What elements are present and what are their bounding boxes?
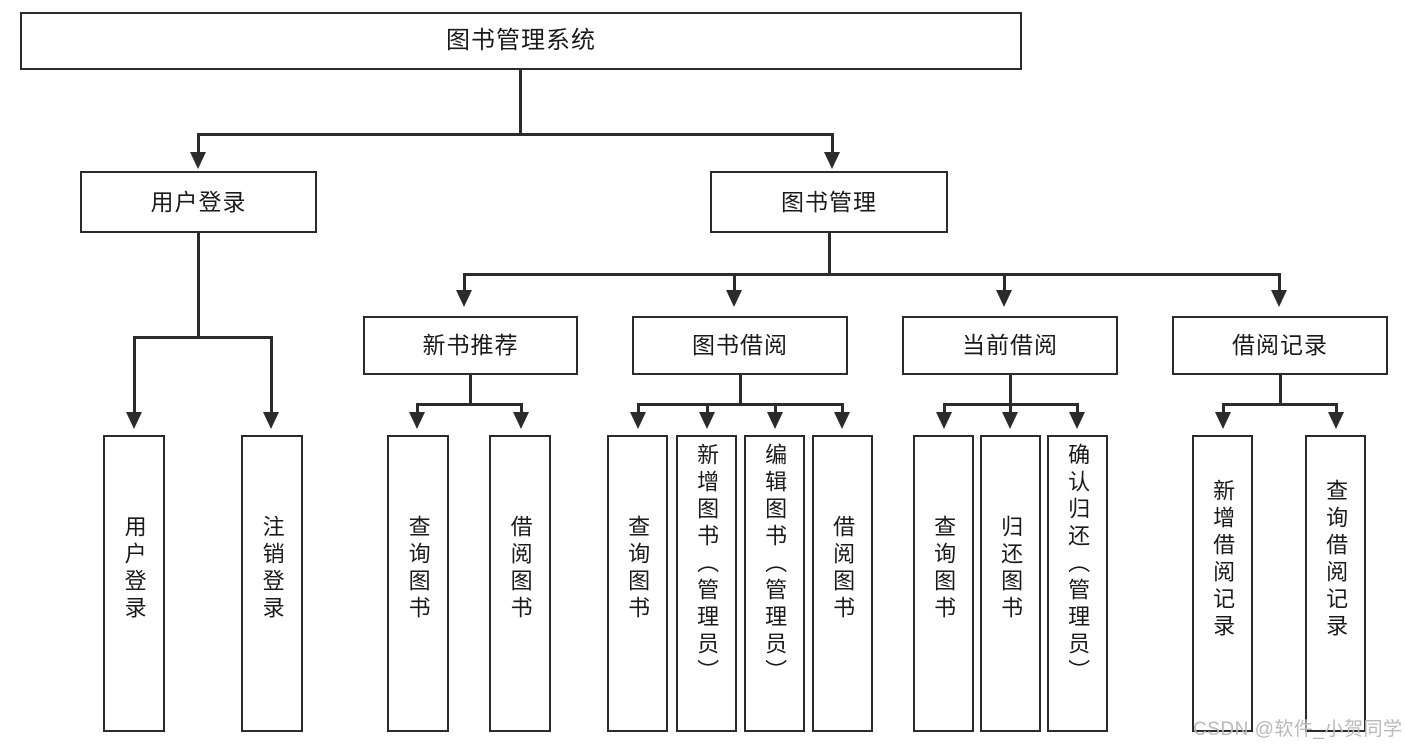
connector-borrow-record-bus [1222,403,1337,406]
arrowhead-level2-current-borrow [996,290,1012,307]
connector-current-borrow-branch-3 [1076,403,1079,416]
node-label: 新增图书（管理员） [694,443,720,686]
node-label: 查询图书 [405,515,431,623]
node-user-login[interactable]: 用户登录 [80,171,317,233]
connector-book-borrow-branch-2 [706,403,709,416]
node-book-management[interactable]: 图书管理 [710,171,948,233]
connector-book-borrow-branch-4 [841,403,844,416]
connector-book-management-branch-4 [1278,273,1281,293]
node-label: 归还图书 [998,515,1024,623]
connector-book-management-branch-2 [733,273,736,293]
connector-book-borrow-branch-3 [774,403,777,416]
arrowhead-book-borrow-leaf-1 [630,412,646,429]
node-label: 借阅记录 [1232,332,1328,358]
node-label: 注销登录 [259,515,285,623]
connector-borrow-record-branch-1 [1222,403,1225,416]
arrowhead-root-to-user-login [190,152,206,169]
node-label: 图书借阅 [692,332,788,358]
arrowhead-book-borrow-leaf-2 [699,412,715,429]
csdn-watermark: CSDN @软件_小贺同学 [1193,714,1402,741]
leaf-current-borrow-query-books[interactable]: 查询图书 [913,435,974,732]
node-label: 借阅图书 [507,515,533,623]
leaf-book-borrow-edit-book-admin[interactable]: 编辑图书（管理员） [744,435,805,732]
leaf-current-borrow-confirm-return-admin[interactable]: 确认归还（管理员） [1047,435,1108,732]
arrowhead-current-borrow-leaf-1 [936,412,952,429]
connector-root-stem [519,70,522,135]
arrowhead-current-borrow-leaf-3 [1069,412,1085,429]
connector-book-management-bus [463,273,1280,276]
node-label: 用户登录 [150,188,247,215]
leaf-user-login-signout[interactable]: 注销登录 [241,435,303,732]
arrowhead-new-book-leaf-2 [513,412,529,429]
connector-user-login-branch-1 [133,336,136,416]
connector-user-login-stem [197,233,200,338]
arrowhead-root-to-book-manage [824,152,840,169]
connector-borrow-record-stem [1279,375,1282,405]
arrowhead-level2-new-book [456,290,472,307]
connector-current-borrow-branch-2 [1009,403,1012,416]
connector-root-to-user-login [197,133,200,156]
arrowhead-user-login-leaf-1 [126,412,142,429]
arrowhead-user-login-leaf-2 [263,412,279,429]
connector-user-login-bus [133,336,272,339]
connector-new-book-branch-1 [416,403,419,416]
node-current-borrow[interactable]: 当前借阅 [902,316,1118,375]
node-label: 新书推荐 [422,332,519,358]
node-label: 编辑图书（管理员） [762,443,788,686]
leaf-new-book-borrow-books[interactable]: 借阅图书 [489,435,551,732]
connector-current-borrow-branch-1 [943,403,946,416]
node-label: 用户登录 [121,515,147,623]
node-borrow-record[interactable]: 借阅记录 [1172,316,1388,375]
arrowhead-book-borrow-leaf-4 [834,412,850,429]
arrowhead-new-book-leaf-1 [409,412,425,429]
leaf-new-book-query-books[interactable]: 查询图书 [387,435,449,732]
leaf-borrow-record-query-record[interactable]: 查询借阅记录 [1305,435,1366,732]
node-label: 查询借阅记录 [1323,479,1349,641]
connector-current-borrow-stem [1009,375,1012,405]
connector-book-management-branch-3 [1003,273,1006,293]
connector-book-management-branch-1 [463,273,466,293]
connector-book-borrow-branch-1 [637,403,640,416]
node-label: 图书管理 [781,188,877,215]
node-label: 当前借阅 [962,332,1058,358]
node-label: 借阅图书 [830,515,856,623]
arrowhead-book-borrow-leaf-3 [767,412,783,429]
arrowhead-current-borrow-leaf-2 [1002,412,1018,429]
connector-user-login-branch-2 [270,336,273,416]
arrowhead-level2-book-borrow [726,290,742,307]
node-new-book-recommend[interactable]: 新书推荐 [363,316,578,375]
leaf-book-borrow-borrow-books[interactable]: 借阅图书 [812,435,873,732]
connector-root-to-book-manage [831,133,834,156]
node-label: 查询图书 [625,515,651,623]
connector-book-management-stem [828,233,831,275]
node-book-borrow[interactable]: 图书借阅 [632,316,848,375]
node-label: 图书管理系统 [446,27,596,54]
leaf-current-borrow-return-books[interactable]: 归还图书 [980,435,1041,732]
arrowhead-borrow-record-leaf-1 [1215,412,1231,429]
leaf-book-borrow-query-books[interactable]: 查询图书 [607,435,668,732]
connector-root-bus [197,133,834,136]
node-root-system[interactable]: 图书管理系统 [20,12,1022,70]
node-label: 确认归还（管理员） [1065,443,1091,686]
connector-borrow-record-branch-2 [1335,403,1338,416]
arrowhead-level2-borrow-record [1271,290,1287,307]
node-label: 查询图书 [931,515,957,623]
node-label: 新增借阅记录 [1210,479,1236,641]
leaf-book-borrow-add-book-admin[interactable]: 新增图书（管理员） [676,435,737,732]
leaf-user-login-signin[interactable]: 用户登录 [103,435,165,732]
connector-new-book-stem [469,375,472,405]
connector-book-borrow-stem [739,375,742,405]
connector-book-borrow-bus [637,403,843,406]
connector-new-book-branch-2 [520,403,523,416]
leaf-borrow-record-add-record[interactable]: 新增借阅记录 [1192,435,1253,732]
watermark-text: CSDN @软件_小贺同学 [1193,719,1403,740]
connector-new-book-bus [416,403,522,406]
arrowhead-borrow-record-leaf-2 [1328,412,1344,429]
